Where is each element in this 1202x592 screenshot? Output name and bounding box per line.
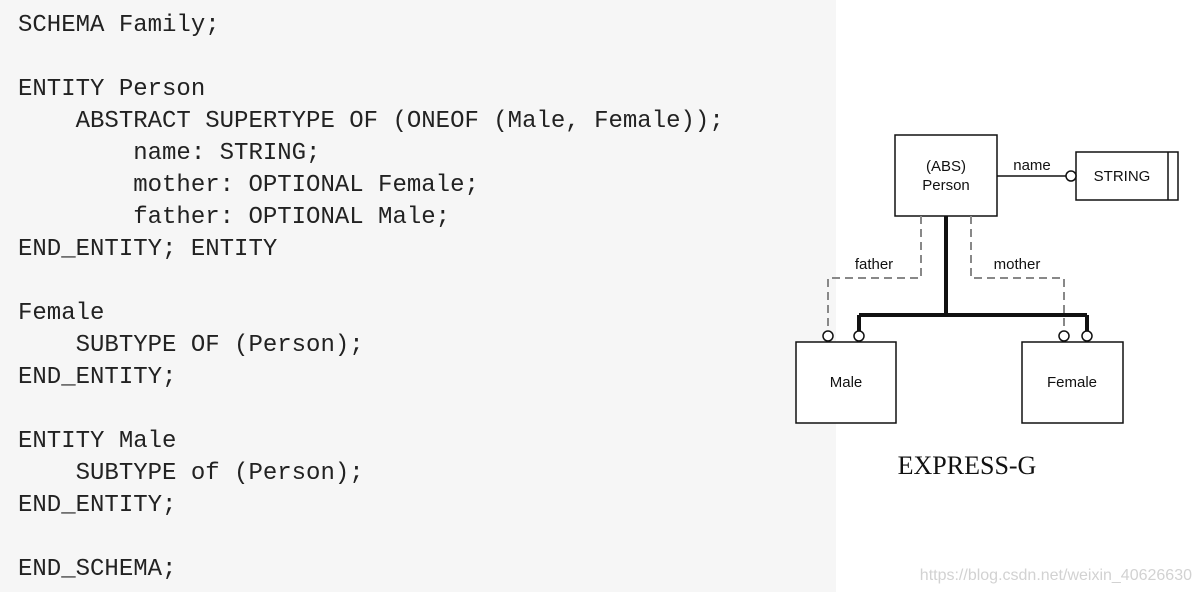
mother-relationship-line	[970, 216, 1065, 331]
female-subtype-end-circle	[1081, 330, 1093, 342]
mother-relationship-label: mother	[994, 256, 1041, 273]
name-relationship-label: name	[1013, 157, 1051, 174]
female-entity-box	[1021, 341, 1124, 424]
code-line: ENTITY Male	[18, 428, 177, 455]
string-type-box	[1075, 151, 1179, 201]
code-line: SUBTYPE of (Person);	[18, 460, 364, 487]
father-relationship-label: father	[855, 256, 893, 273]
code-line: mother: OPTIONAL Female;	[18, 172, 479, 199]
person-abstract-label: (ABS)	[926, 158, 966, 175]
diagram-caption: EXPRESS-G	[898, 451, 1037, 480]
code-line: END_SCHEMA;	[18, 556, 177, 583]
code-line: SUBTYPE OF (Person);	[18, 332, 364, 359]
code-line: ABSTRACT SUPERTYPE OF (ONEOF (Male, Fema…	[18, 108, 724, 135]
code-line: END_ENTITY;	[18, 364, 177, 391]
person-entity-box	[894, 134, 998, 217]
code-line: SCHEMA Family;	[18, 12, 220, 39]
person-label: Person	[922, 177, 970, 194]
watermark-text: https://blog.csdn.net/weixin_40626630	[920, 567, 1192, 584]
male-entity-box	[795, 341, 897, 424]
female-label: Female	[1047, 374, 1097, 391]
male-label: Male	[830, 374, 863, 391]
string-type-label: STRING	[1094, 168, 1151, 185]
code-line: END_ENTITY;	[18, 492, 177, 519]
code-line: ENTITY Person	[18, 76, 206, 103]
code-line: father: OPTIONAL Male;	[18, 204, 451, 231]
code-line: END_ENTITY; ENTITY	[18, 236, 278, 263]
code-panel: SCHEMA Family; ENTITY Person ABSTRACT SU…	[18, 12, 724, 583]
code-line: name: STRING;	[18, 140, 321, 167]
mother-relationship-end-circle	[1058, 330, 1070, 342]
father-relationship-line	[827, 216, 922, 331]
code-line: Female	[18, 300, 105, 327]
father-relationship-end-circle	[822, 330, 834, 342]
male-subtype-end-circle	[853, 330, 865, 342]
name-relationship-end-circle	[1065, 170, 1077, 182]
